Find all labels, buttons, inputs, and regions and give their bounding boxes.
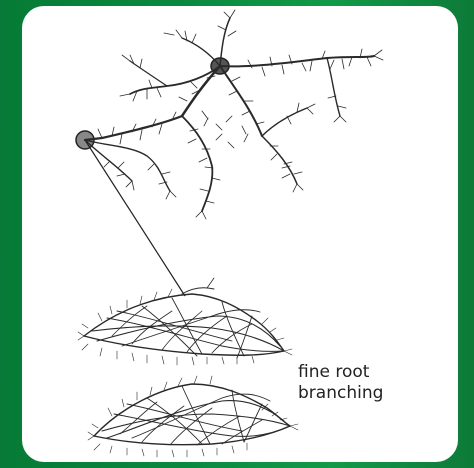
fine-root-cluster-upper: [78, 278, 292, 365]
main-root-system: [76, 10, 383, 219]
fine-root-branching-label: fine root branching: [298, 362, 418, 404]
label-line-2: branching: [298, 383, 418, 404]
illustration-card: fine root branching: [22, 6, 458, 462]
label-line-1: fine root: [298, 362, 418, 383]
magnification-line: [85, 140, 185, 296]
fine-root-cluster-lower: [88, 376, 298, 457]
